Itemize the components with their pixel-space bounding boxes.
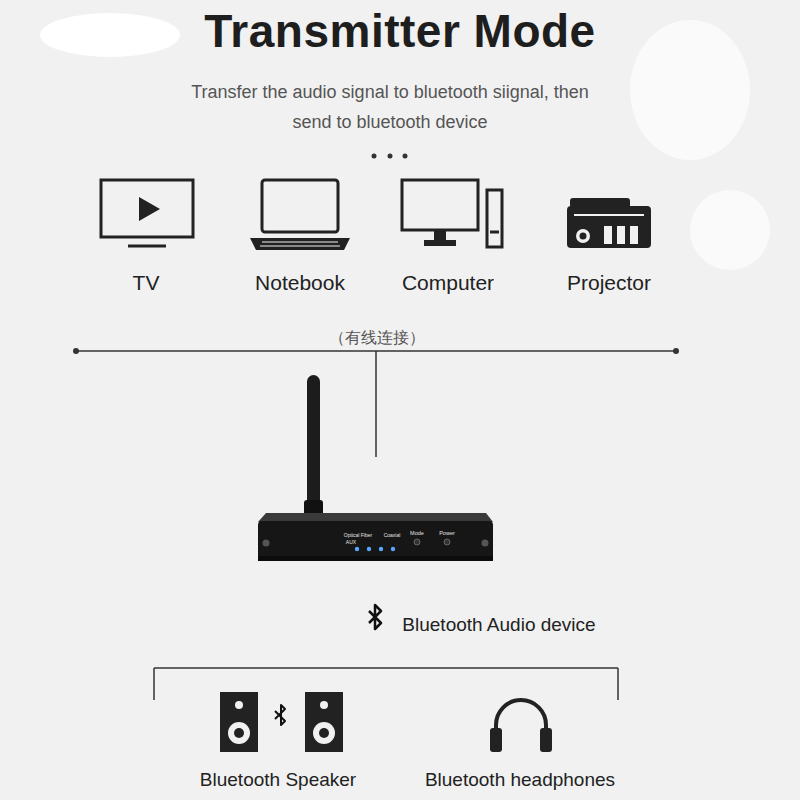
tv-icon	[101, 180, 193, 246]
ellipsis-dots	[372, 154, 408, 159]
label: Bluetooth Audio device	[402, 613, 595, 636]
label: AUX	[346, 539, 356, 545]
computer-icon	[402, 180, 502, 247]
bluetooth-symbol	[369, 605, 381, 629]
label: Notebook	[255, 270, 345, 295]
bracket	[73, 348, 679, 457]
label: TV	[133, 270, 160, 295]
background-blob	[40, 13, 180, 57]
speaker-icon	[220, 692, 343, 752]
label: Bluetooth Speaker	[200, 768, 356, 791]
label: Power	[439, 530, 455, 537]
headphones-icon	[490, 700, 552, 752]
bluetooth-symbol	[275, 705, 285, 725]
subtitle: Transfer the audio signal to bluetooth s…	[183, 77, 598, 137]
label: Mode	[410, 530, 424, 537]
background-blob	[690, 190, 770, 270]
label: Coaxial	[384, 532, 401, 538]
label: （有线连接）	[329, 328, 425, 347]
background-blob	[630, 20, 750, 160]
label: Optical Fiber	[344, 532, 372, 538]
title: Transmitter Mode	[0, 4, 800, 58]
notebook-icon	[250, 180, 350, 250]
projector-icon	[567, 198, 651, 248]
label: Projector	[567, 270, 651, 295]
label: Computer	[402, 270, 494, 295]
transmitter-device	[258, 375, 493, 561]
label: Bluetooth headphones	[425, 768, 615, 791]
